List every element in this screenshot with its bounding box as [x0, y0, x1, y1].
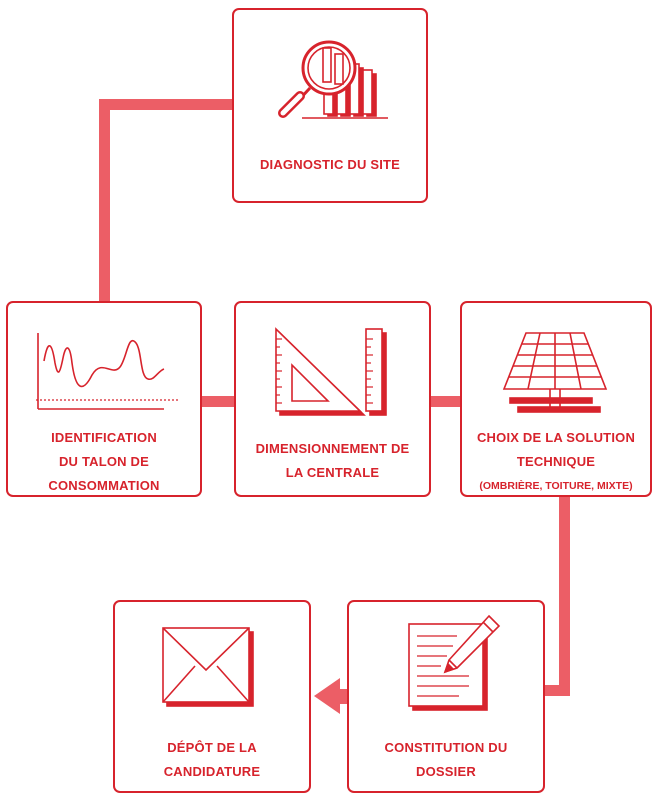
step-dimensionnement-label: DIMENSIONNEMENT DE LA CENTRALE [236, 437, 429, 485]
step-choix-line-1: CHOIX DE LA SOLUTION [476, 430, 636, 445]
step-identification-label: IDENTIFICATION DU TALON DE CONSOMMATION [8, 426, 200, 498]
step-diagnostic-label: DIAGNOSTIC DU SITE [234, 153, 426, 177]
step-constitution-label: CONSTITUTION DU DOSSIER [349, 736, 543, 784]
step-diagnostic-box: DIAGNOSTIC DU SITE [232, 8, 428, 203]
step-choix-box: CHOIX DE LA SOLUTION TECHNIQUE (OMBRIÈRE… [460, 301, 652, 497]
step-constitution-line-1: CONSTITUTION DU [384, 740, 508, 755]
step-identification-box: IDENTIFICATION DU TALON DE CONSOMMATION [6, 301, 202, 497]
step-dimensionnement-line-2: LA CENTRALE [285, 465, 380, 480]
arrow-left-icon [314, 678, 340, 714]
step-identification-line-2: DU TALON DE [58, 454, 150, 469]
step-depot-box: DÉPÔT DE LA CANDIDATURE [113, 600, 311, 793]
step-depot-line-1: DÉPÔT DE LA [167, 740, 257, 755]
step-dimensionnement-box: DIMENSIONNEMENT DE LA CENTRALE [234, 301, 431, 497]
step-choix-line-3: (OMBRIÈRE, TOITURE, MIXTE) [479, 480, 633, 492]
step-diagnostic-line-1: DIAGNOSTIC DU SITE [259, 157, 401, 172]
connector-choix-to-constitution-vertical [559, 492, 570, 695]
connector-dimensionnement-to-choix [428, 396, 466, 407]
step-identification-line-3: CONSOMMATION [48, 478, 160, 493]
connector-diagnostic-to-identification-horizontal [99, 99, 239, 110]
step-choix-label: CHOIX DE LA SOLUTION TECHNIQUE (OMBRIÈRE… [462, 426, 650, 498]
magnifier-bar-chart-icon [278, 40, 388, 119]
step-constitution-line-2: DOSSIER [416, 764, 476, 779]
set-square-ruler-icon [275, 327, 387, 416]
solar-panel-icon [502, 332, 608, 413]
connector-diagnostic-to-identification-vertical [99, 99, 110, 305]
envelope-icon [162, 627, 254, 707]
step-constitution-box: CONSTITUTION DU DOSSIER [347, 600, 545, 793]
step-dimensionnement-line-1: DIMENSIONNEMENT DE [255, 441, 410, 456]
step-depot-line-2: CANDIDATURE [163, 764, 261, 779]
step-identification-line-1: IDENTIFICATION [51, 430, 157, 445]
connector-identification-to-dimensionnement [200, 396, 240, 407]
step-choix-line-2: TECHNIQUE [516, 454, 596, 469]
consumption-curve-icon [36, 333, 180, 410]
step-depot-label: DÉPÔT DE LA CANDIDATURE [115, 736, 309, 784]
connector-choix-to-constitution-horizontal [538, 685, 570, 696]
document-pencil-icon [408, 614, 501, 711]
